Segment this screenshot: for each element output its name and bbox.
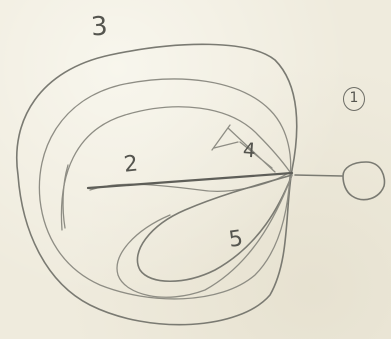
region-label-1-circled: 1 (343, 87, 365, 109)
connector-line (295, 175, 342, 176)
label-circle (343, 87, 365, 111)
region-label-4: 4 (242, 140, 256, 161)
middle-loop (39, 79, 290, 299)
region-label-5: 5 (228, 228, 245, 252)
center-line (88, 173, 292, 188)
lower-petal-outline (117, 175, 292, 297)
outer-loop (17, 44, 297, 324)
right-bud (343, 162, 384, 200)
region-label-3: 3 (90, 13, 108, 40)
region-label-2: 2 (123, 153, 139, 176)
inner-loop (61, 107, 290, 230)
